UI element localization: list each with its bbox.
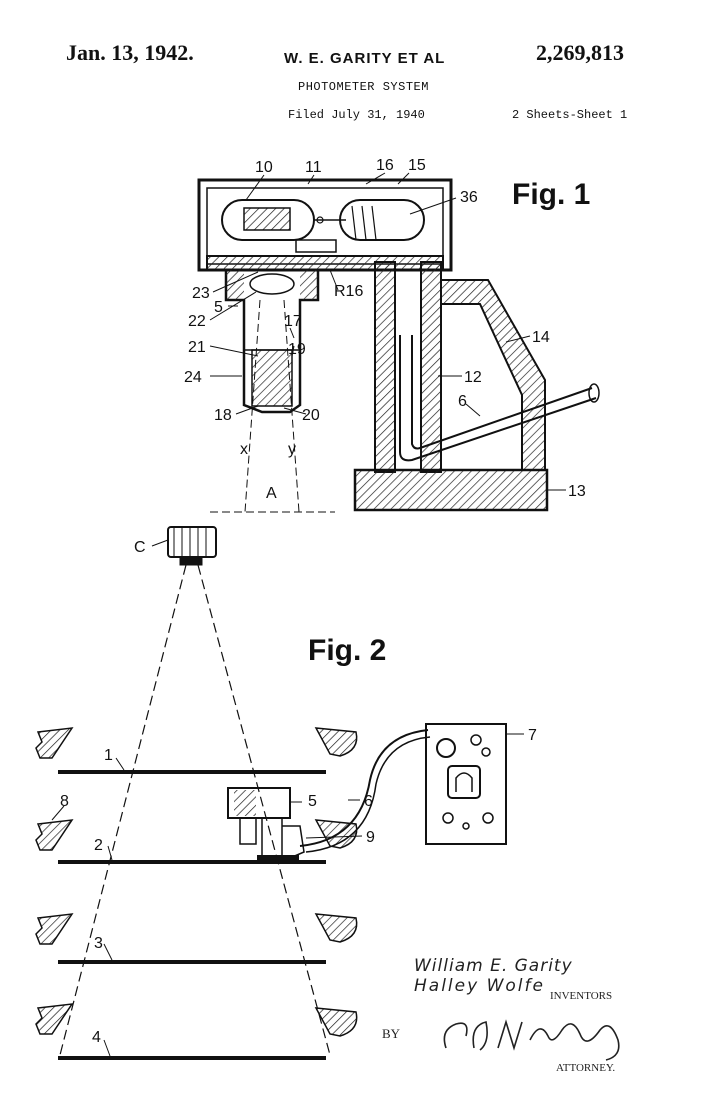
label-11: 11 [305, 159, 322, 176]
lamp-36 [339, 199, 425, 241]
camera-C [167, 526, 217, 558]
attorney-signature-icon [443, 1019, 620, 1061]
fig1-drawing [197, 172, 600, 513]
label-A: A [266, 485, 277, 502]
meter-box-7 [425, 723, 507, 845]
label-19: 19 [288, 341, 306, 358]
fig1-caption: Fig. 1 [512, 178, 590, 211]
label-36: 36 [460, 189, 478, 206]
filter-21 [251, 349, 293, 407]
label-9: 9 [366, 829, 375, 846]
meter-dial [447, 765, 481, 799]
label-x: x [240, 441, 248, 458]
label-6-fig2: 6 [364, 793, 373, 810]
label-y: y [288, 441, 296, 458]
label-12: 12 [464, 369, 482, 386]
label-15: 15 [408, 157, 426, 174]
filed-date: Filed July 31, 1940 [288, 108, 425, 122]
lamp-filament [243, 207, 291, 231]
photometer-head-5 [227, 787, 291, 819]
lens-23 [249, 273, 295, 295]
label-16: 16 [376, 157, 394, 174]
label-7: 7 [528, 727, 537, 744]
patent-title: PHOTOMETER SYSTEM [298, 80, 429, 94]
label-2: 2 [94, 837, 103, 854]
by-label: BY [382, 1026, 401, 1041]
stand-left [374, 261, 396, 473]
label-5: 5 [214, 299, 223, 316]
inventors-label: INVENTORS [550, 990, 613, 1002]
label-6: 6 [458, 393, 467, 410]
label-21: 21 [188, 339, 206, 356]
base-13 [353, 468, 549, 512]
label-24: 24 [184, 369, 202, 386]
label-C: C [134, 539, 146, 556]
attorney-label: ATTORNEY. [556, 1062, 616, 1074]
sheet-count: 2 Sheets-Sheet 1 [512, 108, 628, 122]
inventor-signature-1: William E. Garity [414, 956, 573, 976]
label-1: 1 [104, 747, 113, 764]
fig2-drawing [35, 526, 524, 1060]
stand-right [420, 261, 442, 473]
housing-base [206, 255, 444, 271]
label-17: 17 [284, 313, 302, 330]
label-R16: R16 [334, 283, 363, 300]
patent-number: 2,269,813 [536, 40, 624, 65]
label-8: 8 [60, 793, 69, 810]
arm-14 [440, 279, 546, 471]
label-22: 22 [188, 313, 206, 330]
label-10: 10 [255, 159, 273, 176]
label-20: 20 [302, 407, 320, 424]
fuse [295, 239, 337, 253]
label-14: 14 [532, 329, 550, 346]
label-5-fig2: 5 [308, 793, 317, 810]
label-23: 23 [192, 285, 210, 302]
label-4: 4 [92, 1029, 101, 1046]
inventor-names: W. E. GARITY ET AL [284, 50, 446, 67]
inventor-signature-2: Halley Wolfe [414, 976, 545, 996]
label-3: 3 [94, 935, 103, 952]
label-18: 18 [214, 407, 232, 424]
fig2-caption: Fig. 2 [308, 634, 386, 667]
patent-date: Jan. 13, 1942. [66, 40, 194, 65]
label-13: 13 [568, 483, 586, 500]
